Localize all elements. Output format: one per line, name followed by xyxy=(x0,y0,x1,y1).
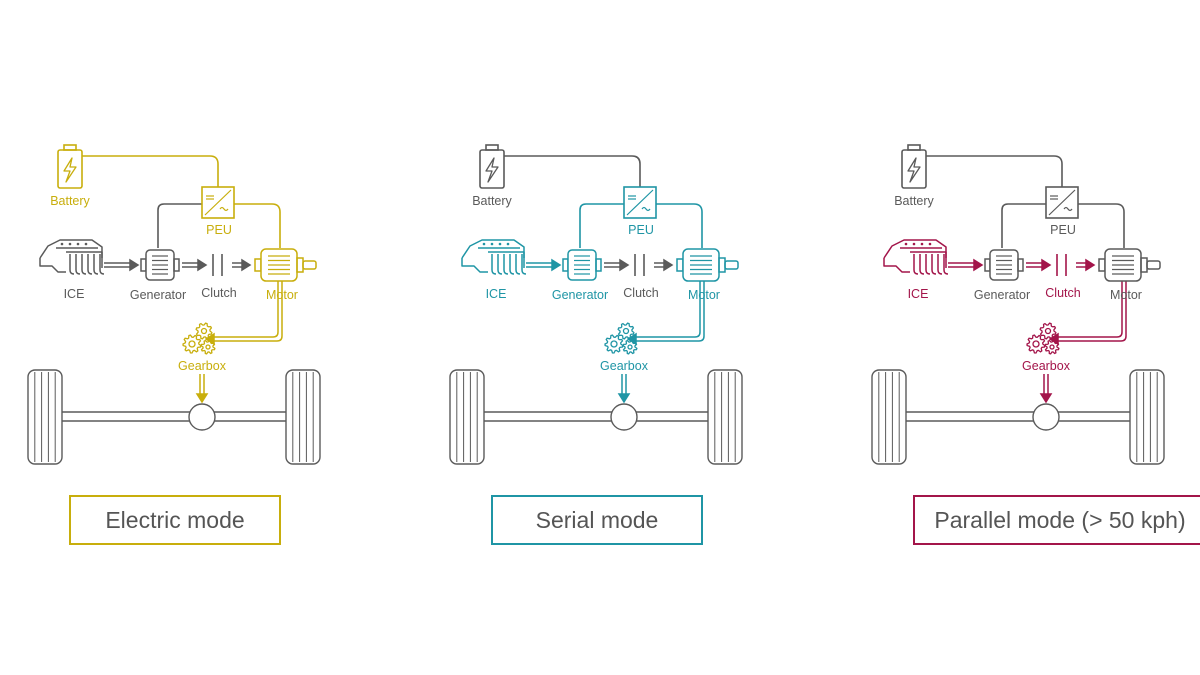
clutch-label: Clutch xyxy=(623,286,658,300)
battery-label: Battery xyxy=(50,194,90,208)
clutch-icon xyxy=(1056,254,1067,276)
generator-peu-line xyxy=(1001,203,1046,248)
axle-assembly xyxy=(871,369,1165,465)
battery-icon xyxy=(479,144,505,189)
motor-icon xyxy=(676,248,739,282)
gearbox-axle-arrow xyxy=(1039,374,1053,404)
mode-label-box-parallel: Parallel mode (> 50 kph) xyxy=(913,495,1200,545)
ice-generator-arrow xyxy=(948,258,984,272)
generator-icon xyxy=(984,249,1024,281)
wheel-icon xyxy=(27,369,63,465)
gearbox-label: Gearbox xyxy=(1022,359,1071,373)
ice-engine-icon xyxy=(461,239,527,275)
gearbox-gears-icon xyxy=(604,322,638,355)
generator-label: Generator xyxy=(552,288,608,302)
motor-icon xyxy=(254,248,317,282)
mode-label-text: Electric mode xyxy=(105,507,244,533)
wheel-icon xyxy=(871,369,907,465)
wiring xyxy=(82,155,281,248)
generator-peu-line xyxy=(579,203,624,248)
clutch-icon xyxy=(634,254,645,276)
mode-label-text: Parallel mode (> 50 kph) xyxy=(934,507,1185,533)
gearbox-axle-arrow xyxy=(195,374,209,404)
motor-gearbox-link xyxy=(204,278,283,346)
differential-icon xyxy=(1032,403,1060,431)
clutch-motor-arrow xyxy=(232,258,252,272)
peu-converter-icon xyxy=(201,186,235,219)
generator-label: Generator xyxy=(130,288,186,302)
motor-label: Motor xyxy=(266,288,298,302)
generator-peu-line xyxy=(157,203,202,248)
generator-clutch-arrow xyxy=(604,258,630,272)
peu-motor-line xyxy=(234,203,281,248)
generator-clutch-arrow xyxy=(182,258,208,272)
peu-converter-icon xyxy=(623,186,657,219)
gearbox-gears-icon xyxy=(1026,322,1060,355)
axle-assembly xyxy=(27,369,321,465)
ice-label: ICE xyxy=(64,287,85,301)
motor-gearbox-link xyxy=(1048,278,1127,346)
axle-assembly xyxy=(449,369,743,465)
wheel-icon xyxy=(449,369,485,465)
ice-engine-icon xyxy=(39,239,105,275)
wheel-icon xyxy=(707,369,743,465)
generator-icon xyxy=(562,249,602,281)
gearbox-axle-arrow xyxy=(617,374,631,404)
ice-engine-icon xyxy=(883,239,949,275)
wheel-icon xyxy=(1129,369,1165,465)
battery-peu-line xyxy=(926,155,1063,187)
gearbox-label: Gearbox xyxy=(178,359,227,373)
generator-label: Generator xyxy=(974,288,1030,302)
peu-motor-line xyxy=(1078,203,1125,248)
clutch-label: Clutch xyxy=(201,286,236,300)
ice-generator-arrow xyxy=(104,258,140,272)
peu-label: PEU xyxy=(206,223,232,237)
battery-peu-line xyxy=(82,155,219,187)
differential-icon xyxy=(188,403,216,431)
motor-label: Motor xyxy=(1110,288,1142,302)
wiring xyxy=(504,155,703,248)
motor-gearbox-link xyxy=(626,278,705,346)
motor-icon xyxy=(1098,248,1161,282)
ice-label: ICE xyxy=(908,287,929,301)
peu-label: PEU xyxy=(628,223,654,237)
wheel-icon xyxy=(285,369,321,465)
peu-converter-icon xyxy=(1045,186,1079,219)
battery-icon xyxy=(901,144,927,189)
mode-label-text: Serial mode xyxy=(536,507,659,533)
motor-label: Motor xyxy=(688,288,720,302)
battery-peu-line xyxy=(504,155,641,187)
clutch-label: Clutch xyxy=(1045,286,1080,300)
clutch-icon xyxy=(212,254,223,276)
mode-label-box-electric: Electric mode xyxy=(69,495,281,545)
clutch-motor-arrow xyxy=(1076,258,1096,272)
gearbox-label: Gearbox xyxy=(600,359,649,373)
gearbox-gears-icon xyxy=(182,322,216,355)
battery-label: Battery xyxy=(894,194,934,208)
generator-clutch-arrow xyxy=(1026,258,1052,272)
battery-label: Battery xyxy=(472,194,512,208)
wiring xyxy=(926,155,1125,248)
peu-motor-line xyxy=(656,203,703,248)
differential-icon xyxy=(610,403,638,431)
generator-icon xyxy=(140,249,180,281)
ice-generator-arrow xyxy=(526,258,562,272)
mode-label-box-serial: Serial mode xyxy=(491,495,703,545)
battery-icon xyxy=(57,144,83,189)
clutch-motor-arrow xyxy=(654,258,674,272)
peu-label: PEU xyxy=(1050,223,1076,237)
ice-label: ICE xyxy=(486,287,507,301)
